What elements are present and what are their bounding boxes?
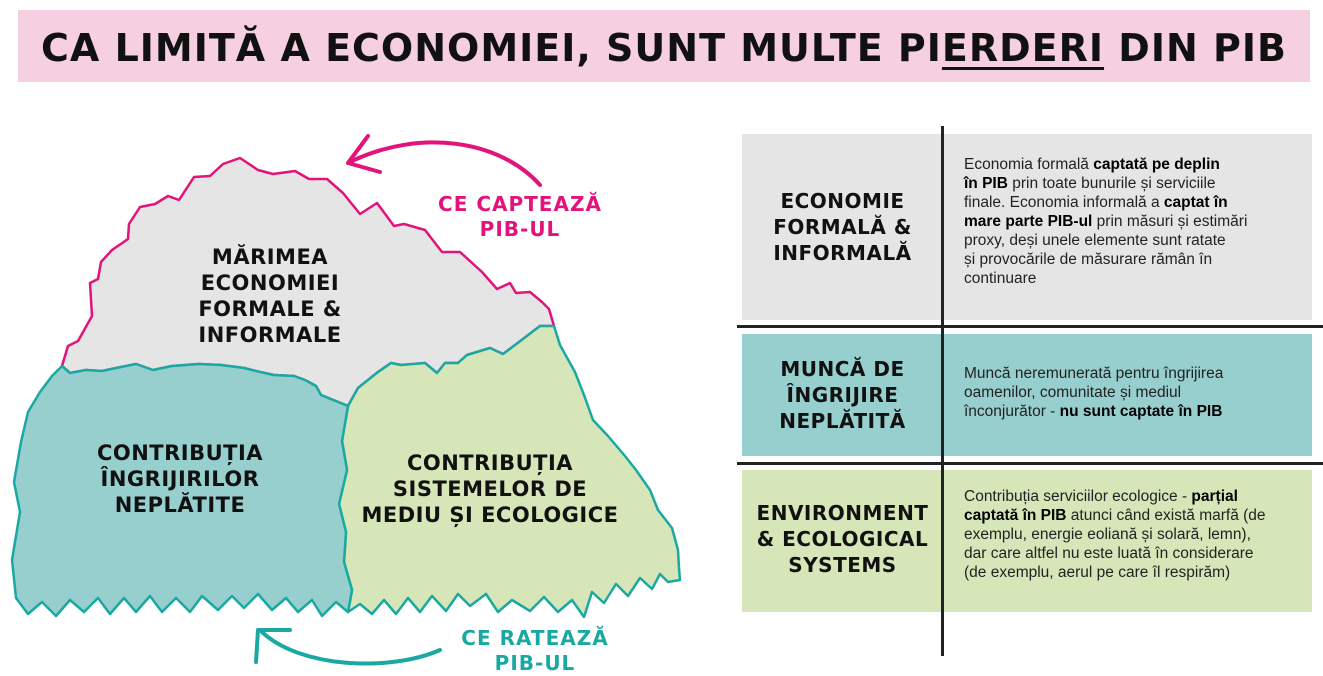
- row-divider: [737, 462, 1323, 465]
- misses-line: PIB-UL: [494, 651, 576, 675]
- misses-line: CE RATEAZĂ: [461, 626, 609, 650]
- region-care-label: CONTRIBUȚIA ÎNGRIJIRILOR NEPLĂTITE: [80, 440, 280, 518]
- title-part-underlined: ERDERI: [941, 26, 1105, 70]
- description-text: dar care altfel nu este luată în conside…: [964, 545, 1254, 562]
- description-line: în PIB prin toate bunurile și serviciile: [964, 174, 1309, 193]
- captures-label: CE CAPTEAZĂ PIB-UL: [430, 192, 610, 242]
- description-line: proxy, deși unele elemente sunt ratate: [964, 231, 1309, 250]
- description-bold-text: în PIB: [964, 175, 1008, 192]
- row-env-description: Contribuția serviciilor ecologice - parț…: [964, 487, 1309, 582]
- description-text: Muncă neremunerată pentru îngrijirea: [964, 365, 1224, 382]
- description-line: oamenilor, comunitate și mediul: [964, 383, 1309, 402]
- description-bold-text: nu sunt captate în PIB: [1059, 403, 1223, 420]
- description-line: Muncă neremunerată pentru îngrijirea: [964, 364, 1309, 383]
- description-line: exemplu, energie eoliană și solară, lemn…: [964, 525, 1309, 544]
- column-divider: [941, 126, 944, 656]
- description-bold-text: parțial: [1191, 488, 1238, 505]
- region-env-shape: [337, 324, 682, 619]
- capture-arrowhead: [346, 134, 382, 174]
- region-care-line: CONTRIBUȚIA: [96, 441, 264, 465]
- description-line: continuare: [964, 269, 1309, 288]
- row-env-heading: ENVIRONMENT & ECOLOGICAL SYSTEMS: [745, 500, 940, 578]
- region-formal-label: MĂRIMEA ECONOMIEI FORMALE & INFORMALE: [140, 244, 400, 348]
- description-text: Contribuția serviciilor ecologice -: [964, 488, 1192, 505]
- description-bold-text: captată în PIB: [964, 507, 1067, 524]
- row-formal-box: [742, 134, 1312, 320]
- description-line: și provocările de măsurare rămân în: [964, 250, 1309, 269]
- row-heading-line: NEPLĂTITĂ: [779, 409, 906, 433]
- region-env-line: SISTEMELOR DE: [392, 477, 588, 501]
- region-env-line: MEDIU ȘI ECOLOGICE: [361, 503, 619, 527]
- miss-arrow: [260, 630, 442, 666]
- row-care-heading: MUNCĂ DE ÎNGRIJIRE NEPLĂTITĂ: [750, 356, 935, 434]
- row-heading-line: INFORMALĂ: [773, 241, 912, 265]
- region-env-label: CONTRIBUȚIA SISTEMELOR DE MEDIU ȘI ECOLO…: [360, 450, 620, 528]
- description-text: finale. Economia informală a: [964, 194, 1164, 211]
- captures-line: PIB-UL: [479, 217, 561, 241]
- region-care-shape: [10, 362, 354, 618]
- page-title: CA LIMITĂ A ECONOMIEI, SUNT MULTE PIERDE…: [18, 10, 1310, 82]
- region-env-line: CONTRIBUȚIA: [406, 451, 574, 475]
- region-care-line: ÎNGRIJIRILOR: [100, 467, 260, 491]
- description-text: oamenilor, comunitate și mediul: [964, 384, 1182, 401]
- description-line: înconjurător - nu sunt captate în PIB: [964, 402, 1309, 421]
- description-line: Economia formală captată pe deplin: [964, 155, 1309, 174]
- capture-arrow: [348, 140, 542, 187]
- description-bold-text: captată pe deplin: [1093, 156, 1220, 173]
- description-line: Contribuția serviciilor ecologice - parț…: [964, 487, 1309, 506]
- row-heading-line: ÎNGRIJIRE: [786, 383, 899, 407]
- region-formal-line: FORMALE &: [198, 297, 342, 321]
- row-heading-line: & ECOLOGICAL: [756, 527, 929, 551]
- captures-line: CE CAPTEAZĂ: [438, 192, 602, 216]
- description-text: prin măsuri și estimări: [1092, 213, 1248, 230]
- description-bold-text: mare parte PIB-ul: [964, 213, 1093, 230]
- row-env-box: [742, 470, 1312, 612]
- misses-label: CE RATEAZĂ PIB-UL: [450, 626, 620, 676]
- description-bold-text: captat în: [1163, 194, 1228, 211]
- description-text: proxy, deși unele elemente sunt ratate: [964, 232, 1226, 249]
- description-line: mare parte PIB-ul prin măsuri și estimăr…: [964, 212, 1309, 231]
- description-line: dar care altfel nu este luată în conside…: [964, 544, 1309, 563]
- description-text: și provocările de măsurare rămân în: [964, 251, 1213, 268]
- title-part-before: CA LIMITĂ A ECONOMIEI, SUNT MULTE PI: [41, 26, 942, 70]
- description-text: (de exemplu, aerul pe care îl respirăm): [964, 564, 1231, 581]
- description-text: Economia formală: [964, 156, 1094, 173]
- region-formal-line: MĂRIMEA ECONOMIEI: [200, 245, 340, 295]
- title-band: [18, 10, 1310, 82]
- economy-map: [10, 134, 682, 666]
- row-heading-line: ECONOMIE: [780, 189, 905, 213]
- region-formal-line: INFORMALE: [198, 323, 342, 347]
- row-heading-line: ENVIRONMENT: [756, 501, 929, 525]
- row-heading-line: SYSTEMS: [788, 553, 897, 577]
- description-line: finale. Economia informală a captat în: [964, 193, 1309, 212]
- row-care-description: Muncă neremunerată pentru îngrijirea oame…: [964, 364, 1309, 421]
- region-care-line: NEPLĂTITE: [114, 493, 246, 517]
- description-line: captată în PIB atunci când există marfă …: [964, 506, 1309, 525]
- row-care-box: [742, 334, 1312, 456]
- description-text: exemplu, energie eoliană și solară, lemn…: [964, 526, 1251, 543]
- row-heading-line: FORMALĂ &: [773, 215, 912, 239]
- description-line: (de exemplu, aerul pe care îl respirăm): [964, 563, 1309, 582]
- miss-arrowhead: [254, 628, 292, 664]
- description-text: înconjurător -: [964, 403, 1060, 420]
- row-divider: [737, 325, 1323, 328]
- description-text: prin toate bunurile și serviciile: [1007, 175, 1216, 192]
- row-heading-line: MUNCĂ DE: [780, 357, 905, 381]
- description-text: continuare: [964, 270, 1037, 287]
- description-text: atunci când există marfă (de: [1066, 507, 1266, 524]
- title-part-after: DIN PIB: [1104, 26, 1287, 70]
- row-formal-heading: ECONOMIE FORMALĂ & INFORMALĂ: [750, 188, 935, 266]
